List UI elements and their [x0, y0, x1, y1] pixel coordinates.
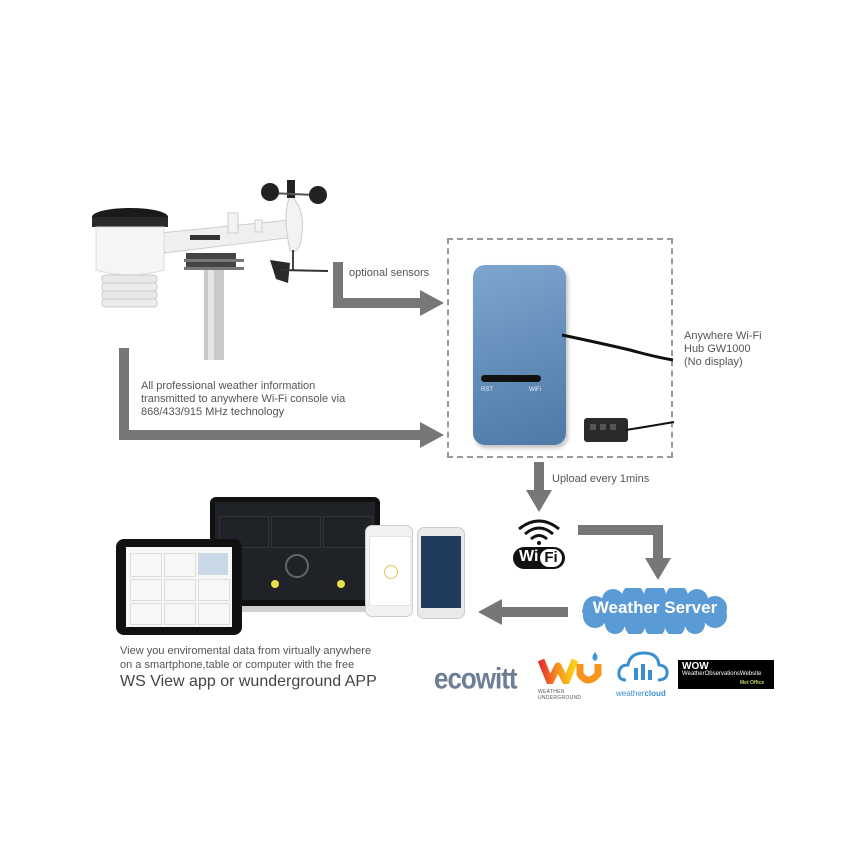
server-arrowhead-icon	[645, 558, 671, 580]
hub-wifi-label: WiFi	[529, 387, 541, 393]
devices-caption-line-3: WS View app or wunderground APP	[120, 673, 377, 690]
optional-sensors-arrow-vertical	[333, 262, 343, 308]
weathercloud-text-prefix: weather	[616, 689, 645, 698]
wunderground-text: WEATHER UNDERGROUND	[538, 689, 582, 701]
upload-arrowhead-icon	[526, 490, 552, 512]
hub-led-slot	[481, 375, 541, 382]
wifi-badge-fi: Fi	[540, 549, 562, 567]
rf-label-line-3: 868/433/915 MHz technology	[141, 406, 285, 418]
weathercloud-icon	[617, 651, 669, 682]
phone-blue-screen	[421, 536, 461, 608]
wunderground-wu-icon	[537, 652, 602, 686]
wow-subtitle: WeatherObservationsWebsite	[682, 671, 762, 677]
phone-white-device	[365, 525, 413, 617]
ecowitt-logo: ecowitt	[434, 661, 518, 696]
hub-caption: Anywhere Wi-Fi Hub GW1000 (No display)	[684, 330, 762, 369]
phone-white-screen	[369, 536, 411, 606]
hub-caption-line-1: Anywhere Wi-Fi	[684, 330, 762, 342]
rf-arrowhead-icon	[420, 422, 444, 448]
wifi-signal-icon	[518, 519, 560, 545]
weather-station-icon	[92, 180, 329, 360]
devices-caption: View you enviromental data from virtuall…	[120, 644, 377, 692]
optional-sensors-arrow-horizontal	[333, 298, 421, 308]
weathercloud-logo: weathercloud	[616, 650, 670, 698]
wow-title: WOW	[682, 661, 709, 672]
optional-sensors-arrowhead-icon	[420, 290, 444, 316]
hub-dashed-frame	[447, 238, 673, 458]
wifi-badge-wi: Wi	[519, 548, 539, 565]
weather-station-illustration	[90, 175, 330, 360]
weather-server-label: Weather Server	[592, 598, 718, 617]
upload-arrow-shaft	[534, 462, 544, 492]
hub-caption-line-3: (No display)	[684, 356, 743, 368]
optional-sensors-label: optional sensors	[349, 267, 430, 279]
tablet-screen	[126, 547, 232, 627]
laptop-base	[200, 606, 390, 612]
wow-metoffice: Met Office	[740, 680, 765, 686]
hub-caption-line-2: Hub GW1000	[684, 343, 751, 355]
rf-label-line-1: All professional weather information	[141, 380, 316, 392]
devices-caption-line-2: on a smartphone,table or computer with t…	[120, 659, 355, 671]
rf-label-line-2: transmitted to anywhere Wi-Fi console vi…	[141, 393, 346, 405]
gw1000-hub-device: RST WiFi	[473, 265, 566, 445]
wifi-badge: Wi Fi	[513, 547, 565, 569]
devices-arrow-shaft	[500, 607, 568, 617]
wow-logo: WOW WeatherObservationsWebsite Met Offic…	[678, 660, 774, 689]
weathercloud-text-suffix: cloud	[644, 689, 666, 698]
weather-server-cloud-icon	[582, 588, 727, 634]
rf-transmission-label: All professional weather information tra…	[141, 380, 345, 419]
rf-arrow-horizontal	[119, 430, 421, 440]
hub-rst-label: RST	[481, 387, 493, 393]
sensor-plug-cable-icon	[626, 421, 675, 431]
upload-label: Upload every 1mins	[552, 473, 650, 485]
wunderground-logo: WEATHER UNDERGROUND	[537, 652, 608, 701]
sensor-plug-icon	[584, 418, 628, 442]
server-arrow-vertical	[653, 525, 663, 560]
rf-arrow-vertical	[119, 348, 129, 440]
devices-caption-line-1: View you enviromental data from virtuall…	[120, 645, 372, 657]
tablet-device	[116, 539, 242, 635]
server-arrow-horizontal	[578, 525, 663, 535]
devices-arrowhead-icon	[478, 599, 502, 625]
phone-blue-device	[417, 527, 465, 619]
hub-cable-icon	[561, 333, 674, 362]
